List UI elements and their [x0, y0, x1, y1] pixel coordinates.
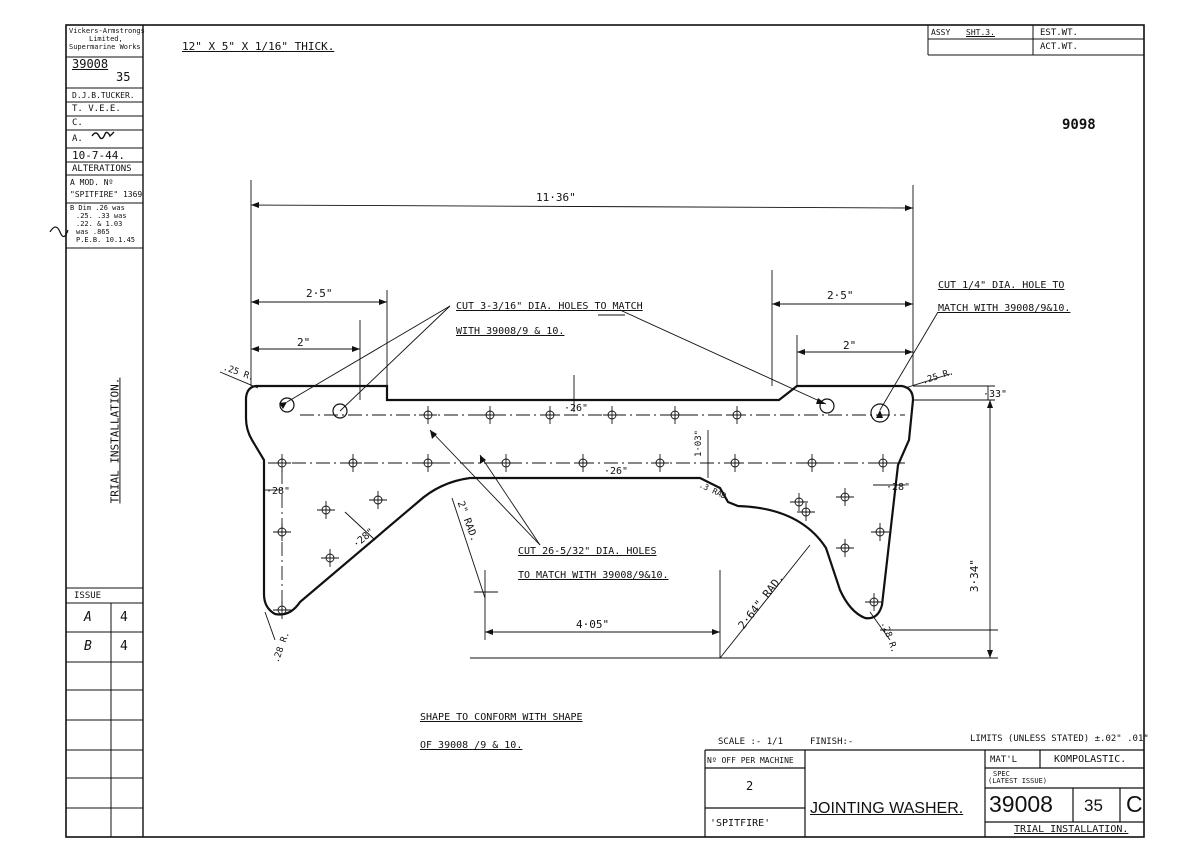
traced-by: T. V.E.E.	[72, 104, 121, 114]
dim-33: ·33"	[983, 389, 1008, 400]
assy-label: ASSY	[931, 28, 951, 37]
no-off-label: Nº OFF PER MACHINE	[707, 756, 794, 765]
alteration-b-line-4: was .865	[76, 228, 110, 236]
issue-2-letter: B	[84, 639, 92, 654]
dim-3-34: 3·34"	[968, 558, 982, 593]
title-drawing-number: 39008	[989, 791, 1053, 817]
material-size-note: 12" X 5" X 1/16" THICK.	[182, 40, 335, 53]
issue-1-number: 4	[120, 610, 128, 625]
issue-2-number: 4	[120, 639, 128, 654]
aircraft-name: 'SPITFIRE'	[710, 818, 771, 829]
dim-left-2-5: 2·5"	[306, 287, 333, 300]
alteration-b-line-1: B Dim .26 was	[70, 204, 125, 212]
spec-label-2: (LATEST ISSUE)	[988, 777, 1048, 785]
part-outline	[244, 384, 915, 620]
dim-26-mid: ·26"	[604, 466, 629, 477]
note-14-hole-line-1: CUT 1/4" DIA. HOLE TO	[938, 280, 1065, 291]
note-316-holes-line-1: CUT 3-3/16" DIA. HOLES TO MATCH	[456, 301, 643, 312]
dim-1-03: 1·03"	[694, 429, 705, 458]
dim-28-right: ·28"	[886, 482, 911, 493]
spec-label-1: SPEC	[993, 770, 1010, 778]
note-316-holes-line-2: WITH 39008/9 & 10.	[456, 326, 565, 337]
alteration-a-line-1: A MOD. Nº	[70, 178, 114, 187]
title-block-title: TRIAL INSTALLATION.	[1014, 824, 1129, 835]
alteration-a-line-2: "SPITFIRE" 1369	[70, 190, 143, 199]
note-14-hole-line-2: MATCH WITH 39008/9&10.	[938, 303, 1071, 314]
dim-left-2: 2"	[297, 336, 311, 349]
issue-header: ISSUE	[74, 591, 102, 601]
alterations-header: ALTERATIONS	[72, 164, 132, 174]
dim-overall-width: 11·36"	[536, 191, 576, 204]
dim-right-2: 2"	[843, 339, 857, 352]
material-value: KOMPOLASTIC.	[1054, 754, 1127, 765]
maker-line-1: Vickers-Armstrongs	[69, 27, 145, 35]
dim-4-05: 4·05"	[576, 618, 610, 631]
drawn-by: D.J.B.TUCKER.	[72, 91, 135, 100]
dim-28-left: ·28"	[266, 486, 291, 497]
title-issue-letter: C	[1126, 791, 1143, 817]
scale-label: SCALE :- 1/1	[718, 737, 784, 747]
sheet-label: SHT.3.	[966, 28, 995, 37]
note-532-holes-line-2: TO MATCH WITH 39008/9&10.	[518, 570, 669, 581]
finish-label: FINISH:-	[810, 737, 854, 747]
dim-26-top: ·26"	[564, 403, 589, 414]
est-wt-label: EST.WT.	[1040, 28, 1078, 38]
approved-by: A.	[72, 134, 83, 144]
maker-line-2: Limited,	[89, 35, 123, 43]
alteration-b-line-3: .22. & 1.03	[76, 220, 123, 228]
note-shape-line-2: OF 39008 /9 & 10.	[420, 740, 523, 751]
note-shape-line-1: SHAPE TO CONFORM WITH SHAPE	[420, 712, 583, 723]
sheet-border	[65, 24, 1145, 838]
alteration-b-line-2: .25. .33 was	[76, 212, 127, 220]
alteration-b-line-5: P.E.B. 10.1.45	[76, 236, 136, 244]
checked-by: C.	[72, 118, 83, 128]
drawing-date: 10-7-44.	[72, 149, 125, 162]
vertical-title: TRIAL INSTALLATION.	[108, 377, 122, 504]
material-label: MAT'L	[990, 755, 1018, 765]
left-drawing-sub: 35	[116, 70, 131, 84]
note-532-holes-line-1: CUT 26-5/32" DIA. HOLES	[518, 546, 657, 557]
issue-1-letter: A	[84, 610, 92, 625]
limits-label: LIMITS (UNLESS STATED) ±.02" .01"	[970, 734, 1149, 744]
part-name: JOINTING WASHER.	[810, 800, 964, 817]
dim-right-2-5: 2·5"	[827, 289, 854, 302]
title-sheet-number: 35	[1084, 796, 1103, 815]
maker-line-3: Supermarine Works	[69, 43, 141, 51]
no-off-value: 2	[746, 779, 754, 793]
act-wt-label: ACT.WT.	[1040, 42, 1078, 52]
stamp-number: 9098	[1062, 117, 1096, 133]
left-drawing-number: 39008	[72, 57, 109, 71]
